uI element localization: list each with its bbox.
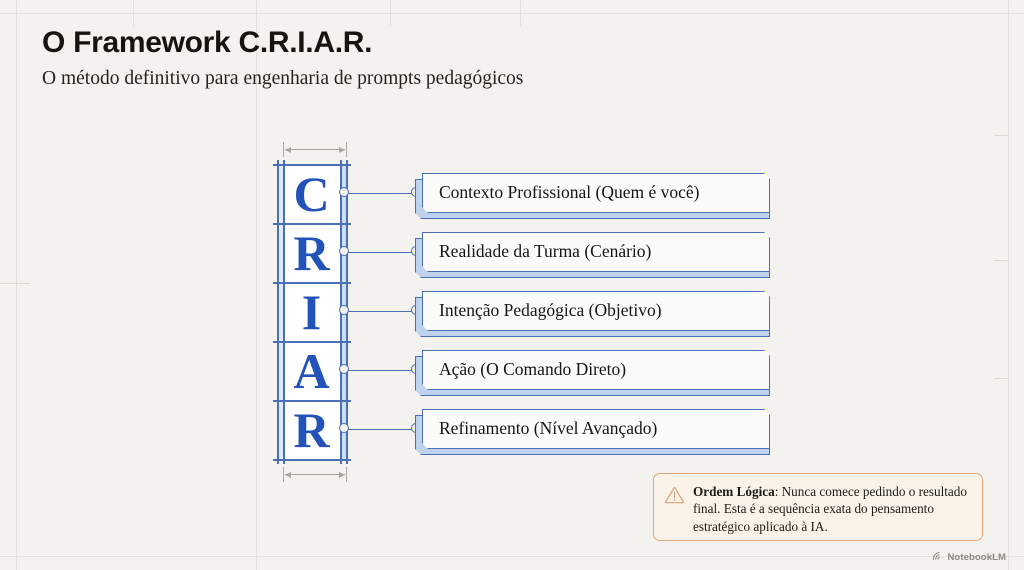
connector-line-1	[339, 187, 421, 199]
box-front-face: Ação (O Comando Direto)	[422, 350, 770, 390]
connector-node	[339, 246, 349, 256]
step-label: Refinamento (Nível Avançado)	[439, 418, 658, 439]
letter-cell-r2[interactable]: R	[283, 400, 340, 459]
step-box-realidade[interactable]: Realidade da Turma (Cenário)	[415, 232, 770, 278]
warning-body: Nunca comece pedindo o resultado final. …	[693, 484, 967, 534]
step-box-refinamento[interactable]: Refinamento (Nível Avançado)	[415, 409, 770, 455]
warning-separator: :	[774, 484, 779, 499]
dimension-arrow-bottom	[283, 466, 347, 482]
connector-line-4	[339, 364, 421, 376]
step-box-contexto[interactable]: Contexto Profissional (Quem é você)	[415, 173, 770, 219]
connector-line-2	[339, 246, 421, 258]
letter-cell-r1[interactable]: R	[283, 223, 340, 282]
step-label: Ação (O Comando Direto)	[439, 359, 627, 380]
notebooklm-watermark: NotebookLM	[932, 551, 1006, 564]
step-label: Contexto Profissional (Quem é você)	[439, 182, 700, 203]
watermark-label: NotebookLM	[947, 552, 1006, 563]
column-divider	[273, 400, 351, 402]
column-divider	[273, 459, 351, 461]
column-divider	[273, 282, 351, 284]
letter-glyph: R	[293, 401, 330, 458]
step-box-intencao[interactable]: Intenção Pedagógica (Objetivo)	[415, 291, 770, 337]
warning-triangle-icon	[664, 483, 685, 531]
box-front-face: Realidade da Turma (Cenário)	[422, 232, 770, 272]
letter-glyph: R	[293, 224, 330, 281]
connector-node	[339, 305, 349, 315]
connector-line-5	[339, 423, 421, 435]
letter-glyph: I	[301, 283, 322, 340]
warning-text: Ordem Lógica: Nunca comece pedindo o res…	[693, 483, 971, 534]
step-label: Realidade da Turma (Cenário)	[439, 241, 652, 262]
step-label: Intenção Pedagógica (Objetivo)	[439, 300, 662, 321]
dimension-arrow-top	[283, 141, 347, 157]
column-band-left	[277, 164, 283, 460]
letter-cell-c[interactable]: C	[283, 164, 340, 223]
connector-node	[339, 423, 349, 433]
page-subtitle: O método definitivo para engenharia de p…	[42, 67, 524, 89]
connector-node	[339, 187, 349, 197]
warning-title: Ordem Lógica	[693, 484, 775, 499]
column-rule	[277, 160, 279, 464]
letter-cell-a[interactable]: A	[283, 341, 340, 400]
letter-glyph: A	[293, 342, 330, 399]
connector-line-3	[339, 305, 421, 317]
column-divider	[273, 341, 351, 343]
acronym-letter-column: C R I A R	[273, 160, 351, 464]
notebooklm-icon	[932, 551, 943, 564]
step-box-acao[interactable]: Ação (O Comando Direto)	[415, 350, 770, 396]
letter-cell-i[interactable]: I	[283, 282, 340, 341]
box-front-face: Refinamento (Nível Avançado)	[422, 409, 770, 449]
column-divider	[273, 223, 351, 225]
page-title: O Framework C.R.I.A.R.	[42, 26, 373, 59]
box-front-face: Contexto Profissional (Quem é você)	[422, 173, 770, 213]
warning-callout: Ordem Lógica: Nunca comece pedindo o res…	[653, 473, 983, 541]
column-rule	[283, 160, 285, 464]
letter-glyph: C	[293, 165, 330, 222]
header: O Framework C.R.I.A.R. O método definiti…	[42, 26, 523, 90]
connector-node	[339, 364, 349, 374]
box-front-face: Intenção Pedagógica (Objetivo)	[422, 291, 770, 331]
column-divider	[273, 164, 351, 166]
